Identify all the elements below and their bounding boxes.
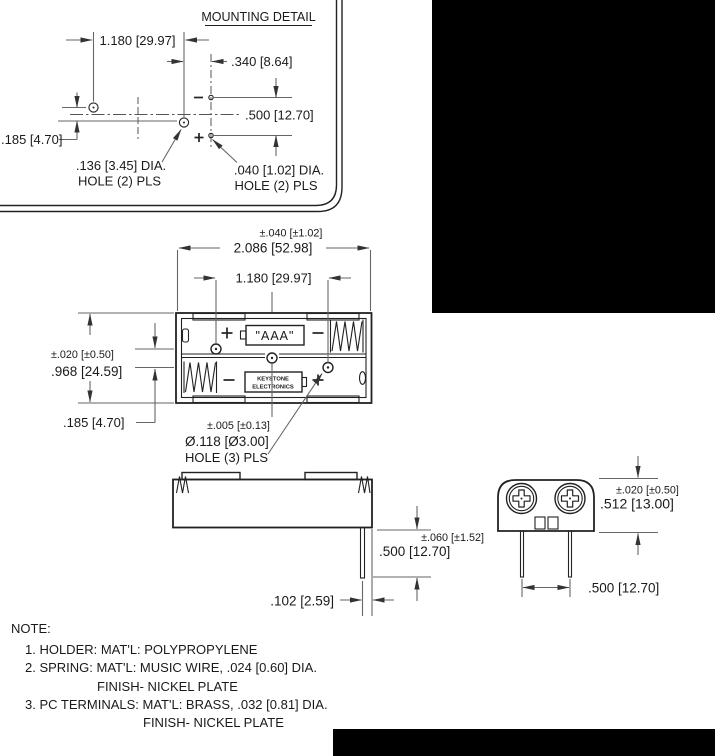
hole-136-callout-line1: .136 [3.45] DIA. bbox=[76, 158, 166, 173]
tol-height: ±.020 [±0.50] bbox=[51, 349, 114, 361]
dim-pin-offset: .102 [2.59] bbox=[270, 594, 334, 609]
side-view: ±.060 [±1.52] .500 [12.70] .102 [2.59] bbox=[172, 471, 484, 616]
note-item: 1. HOLDER: MAT'L: POLYPROPYLENE bbox=[25, 642, 258, 657]
dim-terminal-pitch: .500 [12.70] bbox=[245, 108, 314, 123]
spring-coil bbox=[175, 476, 190, 494]
board-edge-outer bbox=[0, 0, 343, 213]
hole-136-callout-line2: HOLE (2) PLS bbox=[78, 174, 161, 189]
brand-line2: ELECTRONICS bbox=[252, 385, 294, 391]
redacted-region-bottom bbox=[333, 729, 715, 756]
pc-hole-118 bbox=[322, 361, 334, 374]
hole-callout-qty: HOLE (3) PLS bbox=[185, 450, 268, 465]
hole-callout-dia: Ø.118 [Ø3.00] bbox=[185, 434, 269, 449]
spring-end-face bbox=[505, 482, 538, 515]
side-wall-tab bbox=[304, 471, 358, 481]
spring-coil bbox=[357, 476, 371, 494]
dim-terminal-offset: .340 [8.64] bbox=[231, 54, 292, 69]
dim-hole-span: 1.180 [29.97] bbox=[100, 33, 176, 48]
pc-terminal-pin bbox=[519, 530, 525, 578]
rib bbox=[306, 395, 360, 404]
dim-row-offset: .185 [4.70] bbox=[1, 132, 62, 147]
side-wall-tab bbox=[181, 471, 241, 481]
redacted-region-top-right bbox=[432, 0, 715, 313]
hole-callout-tol: ±.005 [±0.13] bbox=[207, 420, 270, 432]
plus-polarity-icon bbox=[221, 327, 233, 339]
leader-hole-136 bbox=[161, 129, 182, 163]
dim-pin-length: .500 [12.70] bbox=[379, 544, 450, 559]
mounting-hole-136 bbox=[178, 117, 190, 128]
rib bbox=[306, 312, 360, 321]
dim-height: .512 [13.00] bbox=[600, 496, 674, 512]
pc-hole-118 bbox=[210, 343, 222, 355]
tol-height: ±.020 [±0.50] bbox=[616, 485, 679, 497]
holder-end-outline bbox=[497, 479, 595, 532]
pc-terminal-pin bbox=[567, 530, 573, 578]
brand-label: KEYSTONE ELECTRONICS bbox=[244, 371, 308, 393]
tol-pin: ±.060 [±1.52] bbox=[421, 532, 484, 544]
end-view: ±.020 [±0.50] .512 [13.00] .500 [12.70] bbox=[497, 456, 679, 597]
dim-height: .968 [24.59] bbox=[51, 364, 122, 379]
terminal-hole-040 bbox=[208, 94, 214, 101]
mounting-hole-136 bbox=[88, 102, 99, 113]
rib bbox=[192, 312, 246, 321]
note-item: 2. SPRING: MAT'L: MUSIC WIRE, .024 [0.60… bbox=[25, 660, 317, 675]
button-contact bbox=[181, 328, 190, 343]
leader-hole-040 bbox=[212, 139, 238, 163]
note-item: 3. PC TERMINALS: MAT'L: BRASS, .032 [0.8… bbox=[25, 697, 328, 712]
dim-pin-span: .500 [12.70] bbox=[588, 581, 659, 596]
terminal-slot bbox=[547, 516, 559, 530]
button-contact bbox=[358, 371, 367, 385]
tol-width: ±.040 [±1.02] bbox=[260, 228, 323, 240]
dim-width: 2.086 [52.98] bbox=[234, 241, 313, 256]
notes-block: NOTE: 1. HOLDER: MAT'L: POLYPROPYLENE 2.… bbox=[11, 621, 328, 730]
battery-size-label: "AAA" bbox=[239, 324, 305, 346]
board-edge-inner bbox=[0, 0, 338, 207]
terminal-hole-040 bbox=[208, 132, 214, 139]
leader-hole-118 bbox=[267, 373, 323, 455]
holder-side-outline bbox=[172, 478, 373, 529]
note-item: FINISH- NICKEL PLATE bbox=[97, 679, 238, 694]
spring-end-face bbox=[554, 482, 586, 515]
dim-row-offset: .185 [4.70] bbox=[63, 415, 124, 430]
spring-coil bbox=[329, 319, 364, 353]
spring-coil bbox=[183, 361, 218, 393]
terminal-slot bbox=[534, 516, 546, 530]
holder-body-outline bbox=[175, 312, 373, 404]
notes-heading: NOTE: bbox=[11, 621, 51, 636]
pc-terminal-pin bbox=[359, 526, 366, 579]
mounting-detail-title: MOUNTING DETAIL bbox=[201, 10, 315, 24]
rib bbox=[192, 395, 246, 404]
center-divider bbox=[181, 353, 366, 359]
plus-polarity-icon bbox=[194, 133, 204, 142]
top-view: "AAA" KEYSTONE ELECTRONICS ±.040 [± bbox=[51, 228, 373, 465]
note-item: FINISH- NICKEL PLATE bbox=[143, 715, 284, 730]
brand-line1: KEYSTONE bbox=[257, 377, 289, 383]
battery-size-text: "AAA" bbox=[256, 329, 295, 343]
pc-hole-118 bbox=[266, 352, 278, 364]
hole-040-callout-line2: HOLE (2) PLS bbox=[234, 178, 317, 193]
hole-040-callout-line1: .040 [1.02] DIA. bbox=[234, 163, 324, 178]
dim-hole-span: 1.180 [29.97] bbox=[236, 271, 312, 286]
mounting-detail-view: MOUNTING DETAIL bbox=[0, 0, 343, 213]
